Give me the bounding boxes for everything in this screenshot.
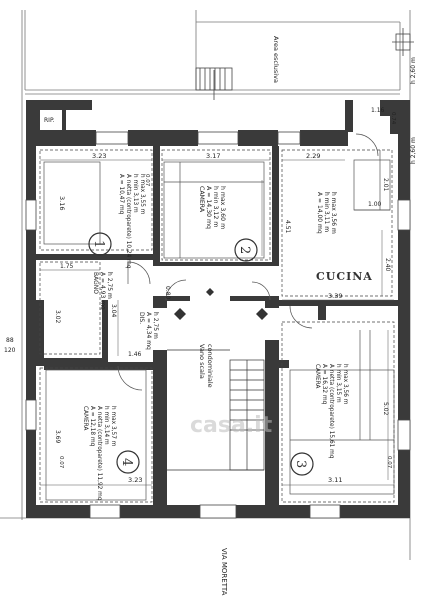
dim-100: 1.00 <box>368 201 382 208</box>
rip-label: RIP. <box>44 117 55 124</box>
dim-116: 1.16 <box>371 107 385 114</box>
area-esclusiva-label: Area esclusiva <box>272 36 280 83</box>
dim-229: 2.29 <box>306 152 320 160</box>
kitchen-handwritten-label: CUCINA <box>316 270 373 283</box>
dim-007a: 0.07 <box>144 174 150 187</box>
room2-hmin: h min 3,12 m <box>212 186 219 227</box>
hallway-info: DIS. A = 4,34 mq h 2,75 m <box>138 312 159 350</box>
bathroom-height: h 2,75 m <box>106 272 113 299</box>
kitchen-hmax: h max 3,56 m <box>330 192 337 234</box>
stairwell-line2: condominiale <box>206 344 214 388</box>
room-number-4: 4 <box>116 450 140 474</box>
dim-175: 1.75 <box>60 263 74 270</box>
room1-net-area: A netta (controparete) 10,24 mq <box>125 174 131 269</box>
walls <box>26 100 410 518</box>
bathroom-name: BAGNO <box>92 272 99 294</box>
hallway-name: DIS. <box>138 312 145 324</box>
room4-info: CAMERA A = 12,18 mq A netta (controparet… <box>82 406 116 501</box>
dim-304: 3.04 <box>110 304 117 318</box>
dim-311: 3.11 <box>328 476 342 484</box>
room5-hmax: h max 3,56 m <box>342 364 348 405</box>
room-number-2: 2 <box>234 238 258 262</box>
stairwell-line1: Vano scala <box>198 344 206 379</box>
room-number-1: 1 <box>88 232 112 256</box>
kitchen-hmin: h min 3,11 m <box>323 192 330 232</box>
height-label-right: h 2,60 m <box>410 137 417 164</box>
room4-area: A = 12,18 mq <box>89 406 95 447</box>
dim-302: 3.02 <box>54 310 61 324</box>
svg-text:1: 1 <box>91 240 106 248</box>
dim-323: 3.23 <box>92 152 106 160</box>
watermark: casa.it <box>190 413 273 438</box>
dim-316: 3.16 <box>58 196 66 210</box>
dim-120: 120 <box>4 347 16 354</box>
room2-name: CAMERA <box>198 186 205 213</box>
dim-502: 5.02 <box>382 402 389 416</box>
dim-007c: 0.07 <box>58 456 64 469</box>
svg-text:4: 4 <box>119 458 134 466</box>
room4-hmin: h min 3,14 m <box>103 406 109 445</box>
room1-area: A = 10,47 mq <box>118 174 124 215</box>
dim-339: 3.39 <box>328 292 342 300</box>
room5-name: CAMERA <box>314 364 320 388</box>
dim-240: 2.40 <box>384 258 391 272</box>
dim-323b: 3.23 <box>128 476 142 484</box>
room1-hmax: h max 3,55 m <box>139 174 145 215</box>
interior-lines <box>43 150 395 501</box>
door-arcs <box>117 133 379 391</box>
dim-369: 3.69 <box>54 430 61 444</box>
room4-name: CAMERA <box>82 406 88 430</box>
room2-info: CAMERA A = 14,30 mq h min 3,12 m h max 3… <box>198 186 226 229</box>
utility-box <box>392 28 414 56</box>
room4-net-area: A netta (controparete) 11,92 mq <box>96 406 102 501</box>
stairwell-info: Vano scala condominiale <box>198 344 214 388</box>
windows <box>25 131 411 519</box>
hallway-height: h 2,75 m <box>152 312 159 339</box>
room-number-3: 3 <box>290 452 314 476</box>
svg-text:3: 3 <box>293 460 308 468</box>
street-label: VIA MORETTA <box>220 548 228 596</box>
room2-area: A = 14,30 mq <box>205 186 212 229</box>
room5-hmin: h min 3,15 m <box>335 364 341 403</box>
room1-info: A = 10,47 mq A netta (controparete) 10,2… <box>118 174 145 269</box>
room2-hmax: h max 3,60 m <box>219 186 226 229</box>
diamond-markers <box>174 288 268 320</box>
hallway-area: A = 4,34 mq <box>145 312 152 350</box>
dim-317: 3.17 <box>206 152 220 160</box>
svg-text:2: 2 <box>237 246 252 254</box>
room1-hmin: h min 3,13 m <box>132 174 138 213</box>
dim-080: 0.80 <box>164 286 171 300</box>
room5-info: CAMERA A = 16,32 mq A netta (controparet… <box>314 364 348 459</box>
kitchen-area: A = 14,00 mq <box>316 192 323 234</box>
dimension-lines <box>40 159 394 486</box>
external-stair <box>195 67 233 100</box>
height-label-top: h 2,60 m <box>410 57 417 84</box>
dim-007b: 0.07 <box>386 456 392 469</box>
dim-146: 1.46 <box>128 351 142 358</box>
courtyard-lines <box>0 10 411 560</box>
dim-88: 88 <box>6 337 14 344</box>
labels: Area esclusiva h 2,60 m h 2,60 m RIP. 1.… <box>4 36 417 596</box>
kitchen-info: A = 14,00 mq h min 3,11 m h max 3,56 m <box>316 192 337 234</box>
room4-hmax: h max 3,57 m <box>110 406 116 447</box>
central-stair <box>167 349 265 471</box>
room5-net-area: A netta (controparete) 15,61 mq <box>328 364 334 459</box>
bathroom-area: A = 4,93 mq <box>99 272 106 310</box>
bathroom-info: BAGNO A = 4,93 mq h 2,75 m <box>92 272 113 310</box>
dim-074: 0.74 <box>390 112 396 125</box>
dim-451: 4.51 <box>284 220 291 234</box>
dashed-outlines <box>39 149 395 503</box>
room5-area: A = 16,32 mq <box>321 364 327 405</box>
dim-201: 2.01 <box>382 178 389 192</box>
